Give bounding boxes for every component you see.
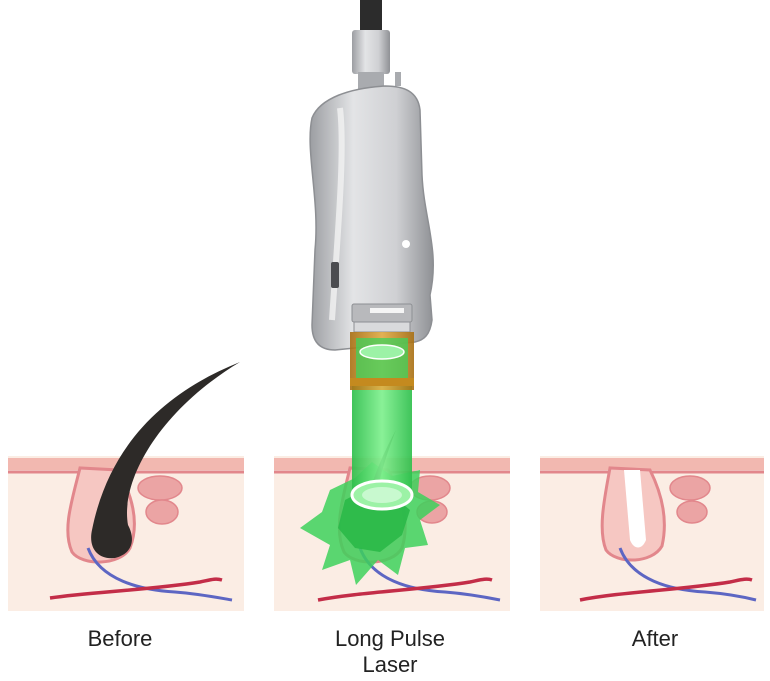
skin-section-after <box>540 456 764 611</box>
caption-laser-line1: Long Pulse <box>300 626 480 652</box>
caption-long-pulse-laser: Long Pulse Laser <box>300 626 480 678</box>
side-button <box>331 262 339 288</box>
caption-laser-line2: Laser <box>300 652 480 678</box>
laser-beam-icon <box>352 385 412 509</box>
caption-after: After <box>575 626 735 652</box>
laser-handpiece-icon <box>310 0 433 390</box>
skin-section-before <box>8 362 244 611</box>
caption-before: Before <box>40 626 200 652</box>
indicator-dot <box>402 240 410 248</box>
skin-epidermis <box>540 458 764 470</box>
cable <box>360 0 382 32</box>
connector <box>352 30 390 74</box>
